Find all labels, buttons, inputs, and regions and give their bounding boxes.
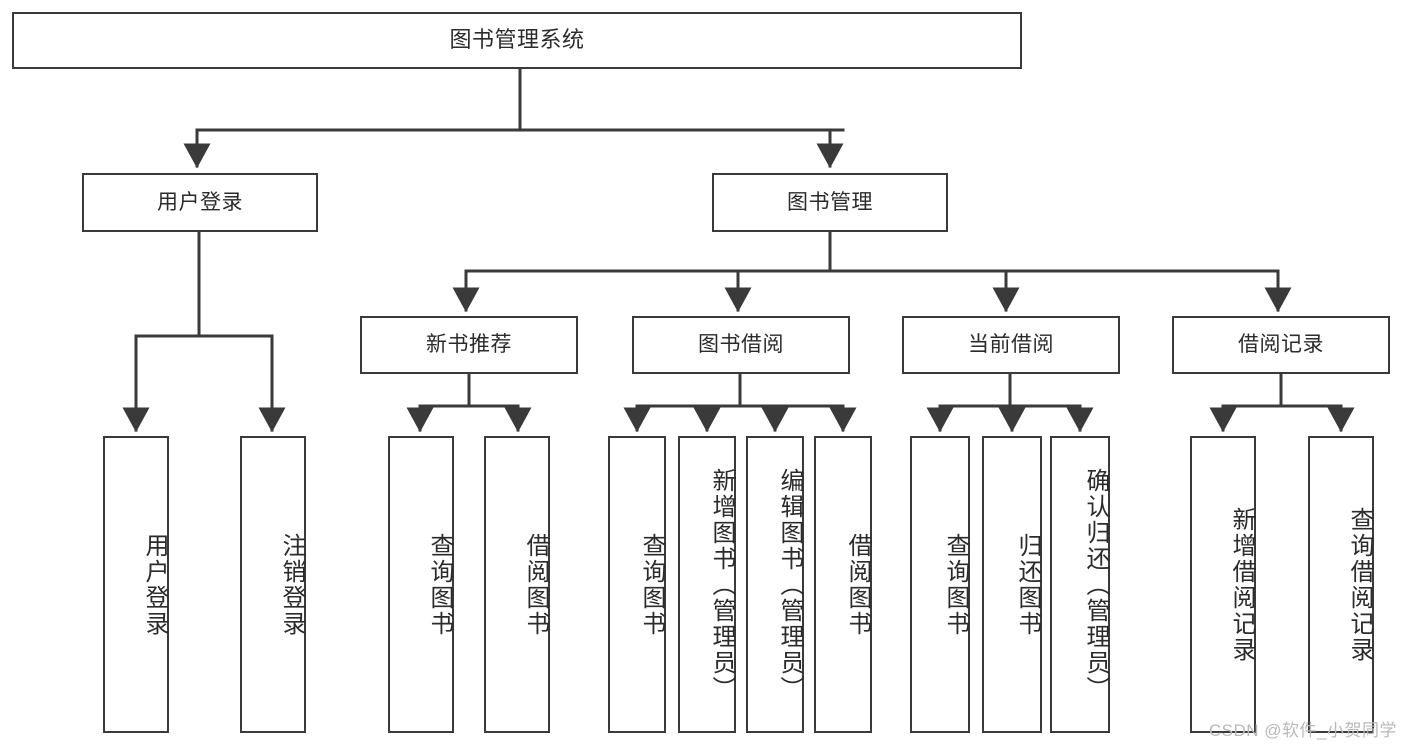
node-leaf-borrow-book-recommend-label: 借阅图书 xyxy=(522,532,549,637)
node-book-borrow[interactable]: 图书借阅 xyxy=(632,316,850,374)
node-leaf-user-login[interactable]: 用户登录 xyxy=(103,436,169,733)
node-leaf-return-book-label: 归还图书 xyxy=(1014,532,1041,637)
node-leaf-borrow-book-borrow[interactable]: 借阅图书 xyxy=(814,436,872,733)
node-leaf-edit-book-admin-label: 编辑图书（管理员） xyxy=(776,467,803,702)
node-current-borrow[interactable]: 当前借阅 xyxy=(902,316,1120,374)
node-new-book-recommend[interactable]: 新书推荐 xyxy=(360,316,578,374)
node-root-system[interactable]: 图书管理系统 xyxy=(12,12,1022,69)
node-leaf-query-book-recommend-label: 查询图书 xyxy=(426,532,453,637)
node-leaf-query-book-current[interactable]: 查询图书 xyxy=(910,436,970,733)
node-leaf-logout-login[interactable]: 注销登录 xyxy=(240,436,306,733)
node-leaf-borrow-book-recommend[interactable]: 借阅图书 xyxy=(484,436,550,733)
node-book-manage-label: 图书管理 xyxy=(787,190,873,214)
node-leaf-logout-login-label: 注销登录 xyxy=(278,532,305,637)
node-leaf-add-borrow-record-label: 新增借阅记录 xyxy=(1228,506,1255,663)
node-root-label: 图书管理系统 xyxy=(449,27,585,53)
node-leaf-add-borrow-record[interactable]: 新增借阅记录 xyxy=(1190,436,1256,733)
csdn-watermark: CSDN @软件_小贺同学 xyxy=(1208,721,1397,740)
node-leaf-query-book-borrow[interactable]: 查询图书 xyxy=(608,436,666,733)
node-leaf-query-book-borrow-label: 查询图书 xyxy=(638,532,665,637)
node-borrow-record[interactable]: 借阅记录 xyxy=(1172,316,1390,374)
node-leaf-user-login-label: 用户登录 xyxy=(141,532,168,637)
node-user-login[interactable]: 用户登录 xyxy=(82,173,318,232)
node-leaf-add-book-admin[interactable]: 新增图书（管理员） xyxy=(678,436,736,733)
node-current-borrow-label: 当前借阅 xyxy=(968,333,1054,357)
node-new-book-recommend-label: 新书推荐 xyxy=(426,333,512,357)
node-leaf-borrow-book-borrow-label: 借阅图书 xyxy=(844,532,871,637)
node-leaf-confirm-return-admin-label: 确认归还（管理员） xyxy=(1082,467,1109,702)
node-leaf-return-book[interactable]: 归还图书 xyxy=(982,436,1042,733)
node-leaf-edit-book-admin[interactable]: 编辑图书（管理员） xyxy=(746,436,804,733)
node-leaf-confirm-return-admin[interactable]: 确认归还（管理员） xyxy=(1050,436,1110,733)
node-leaf-query-borrow-record[interactable]: 查询借阅记录 xyxy=(1308,436,1374,733)
node-book-borrow-label: 图书借阅 xyxy=(698,333,784,357)
node-leaf-query-book-current-label: 查询图书 xyxy=(942,532,969,637)
node-leaf-query-book-recommend[interactable]: 查询图书 xyxy=(388,436,454,733)
node-borrow-record-label: 借阅记录 xyxy=(1238,333,1324,357)
node-book-manage[interactable]: 图书管理 xyxy=(712,173,948,232)
node-leaf-query-borrow-record-label: 查询借阅记录 xyxy=(1346,506,1373,663)
node-leaf-add-book-admin-label: 新增图书（管理员） xyxy=(708,467,735,702)
node-user-login-label: 用户登录 xyxy=(157,190,243,214)
